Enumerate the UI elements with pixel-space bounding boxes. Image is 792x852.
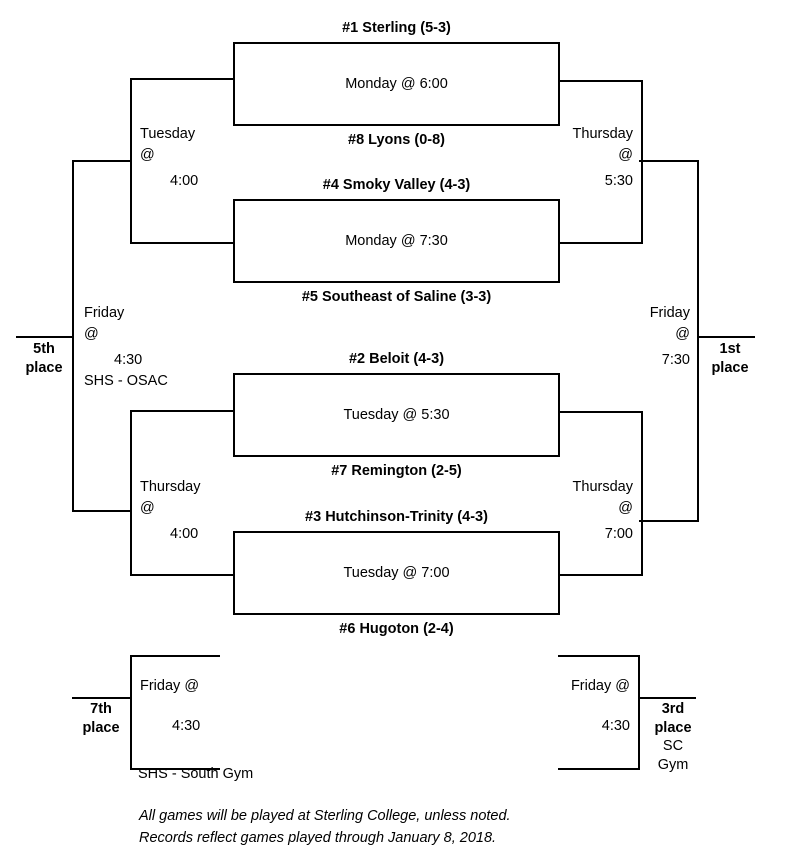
third-place-venue-line2: Gym bbox=[657, 756, 689, 773]
seventh-place-day: Friday @ bbox=[140, 678, 200, 694]
third-place-label: 3rd place SC Gym bbox=[644, 700, 702, 774]
game-1-bottom-team: #8 Lyons (0-8) bbox=[348, 132, 445, 148]
first-place-line2: place bbox=[711, 359, 749, 376]
right-semi-top-time: 5:30 bbox=[604, 173, 633, 190]
game-3-time: Tuesday @ 5:30 bbox=[343, 407, 450, 423]
right-semi-top-day: Thursday bbox=[572, 126, 633, 142]
game-box-3[interactable]: #2 Beloit (4-3) Tuesday @ 5:30 #7 Reming… bbox=[233, 351, 560, 479]
right-semi-bottom-day: Thursday bbox=[572, 479, 633, 495]
game-4-top-team: #3 Hutchinson-Trinity (4-3) bbox=[305, 509, 488, 525]
right-semi-bottom-rightline bbox=[641, 411, 643, 574]
championship-at: @ bbox=[675, 325, 690, 342]
fifth-final-time: 4:30 bbox=[114, 352, 143, 369]
third-place-line2: place bbox=[654, 719, 692, 736]
left-semi-top-at: @ bbox=[140, 146, 155, 163]
right-semi-bottom-bottomline bbox=[558, 574, 643, 576]
championship-label: Friday @ 7:30 bbox=[595, 303, 690, 371]
championship-topline bbox=[639, 160, 699, 162]
left-semi-top-time: 4:00 bbox=[170, 173, 199, 190]
championship-day: Friday bbox=[649, 305, 690, 321]
game-4-bottom-team: #6 Hugoton (2-4) bbox=[339, 621, 454, 637]
game-box-2[interactable]: #4 Smoky Valley (4-3) Monday @ 7:30 #5 S… bbox=[233, 177, 560, 305]
left-semi-bottom-day: Thursday bbox=[140, 479, 201, 495]
left-semi-top-label: Tuesday @ 4:00 bbox=[140, 124, 240, 192]
fifth-final-topline bbox=[72, 160, 132, 162]
third-place-day: Friday @ bbox=[570, 678, 630, 694]
right-semi-top-topline bbox=[558, 80, 643, 82]
left-semi-bottom-topline bbox=[130, 410, 234, 412]
left-semi-bottom-label: Thursday @ 4:00 bbox=[140, 477, 245, 545]
left-semi-top-topline bbox=[130, 78, 234, 80]
right-semi-bottom-label: Thursday @ 7:00 bbox=[533, 477, 633, 545]
seventh-place-schedule: Friday @ 4:30 bbox=[140, 676, 230, 738]
right-semi-bottom-topline bbox=[558, 411, 643, 413]
footer-line-2: Records reflect games played through Jan… bbox=[139, 830, 497, 847]
fifth-final-bottomline bbox=[72, 510, 132, 512]
left-semi-bottom-bottomline bbox=[130, 574, 234, 576]
left-semi-top-bottomline bbox=[130, 242, 234, 244]
fifth-place-line2: place bbox=[25, 359, 63, 376]
fifth-final-venue: SHS - OSAC bbox=[84, 372, 168, 389]
first-place-stub bbox=[697, 336, 755, 338]
first-place-line1: 1st bbox=[719, 341, 741, 357]
first-place-label: 1st place bbox=[700, 340, 760, 377]
left-semi-bottom-leftline bbox=[130, 410, 132, 574]
game-2-bottom-team: #5 Southeast of Saline (3-3) bbox=[301, 289, 492, 305]
right-semi-top-at: @ bbox=[618, 146, 633, 163]
fifth-final-day: Friday bbox=[84, 305, 125, 321]
third-place-time: 4:30 bbox=[601, 717, 630, 734]
fifth-place-line1: 5th bbox=[33, 341, 55, 357]
right-semi-top-bottomline bbox=[558, 242, 643, 244]
third-place-venue-line1: SC bbox=[662, 738, 684, 755]
game-3-top-team: #2 Beloit (4-3) bbox=[348, 351, 445, 367]
game-2-time: Monday @ 7:30 bbox=[345, 233, 448, 249]
championship-time: 7:30 bbox=[661, 352, 690, 369]
left-semi-bottom-at: @ bbox=[140, 499, 155, 516]
game-1-time: Monday @ 6:00 bbox=[345, 76, 448, 92]
championship-spine bbox=[697, 160, 699, 520]
third-place-line1: 3rd bbox=[661, 701, 685, 717]
footer-note: All games will be played at Sterling Col… bbox=[139, 805, 511, 850]
fifth-final-at: @ bbox=[84, 325, 99, 342]
third-place-schedule: Friday @ 4:30 bbox=[545, 676, 630, 738]
game-1-top-team: #1 Sterling (5-3) bbox=[342, 20, 451, 36]
right-semi-bottom-at: @ bbox=[618, 499, 633, 516]
seventh-place-time: 4:30 bbox=[172, 717, 201, 734]
left-semi-bottom-time: 4:00 bbox=[170, 526, 199, 543]
third-place-stub bbox=[638, 697, 696, 699]
seventh-place-venue: SHS - South Gym bbox=[138, 766, 254, 782]
seventh-place-box[interactable] bbox=[130, 655, 220, 770]
game-box-4[interactable]: #3 Hutchinson-Trinity (4-3) Tuesday @ 7:… bbox=[233, 509, 560, 637]
seventh-place-line2: place bbox=[82, 719, 120, 736]
fifth-final-spine bbox=[72, 160, 74, 510]
game-2-top-team: #4 Smoky Valley (4-3) bbox=[322, 177, 471, 193]
fifth-place-stub bbox=[16, 336, 74, 338]
left-semi-top-day: Tuesday bbox=[140, 126, 196, 142]
right-semi-top-label: Thursday @ 5:30 bbox=[533, 124, 633, 192]
footer-line-1: All games will be played at Sterling Col… bbox=[139, 808, 511, 824]
seventh-place-label: 7th place bbox=[72, 700, 130, 737]
championship-bottomline bbox=[639, 520, 699, 522]
fifth-place-label: 5th place bbox=[16, 340, 72, 377]
game-box-1[interactable]: #1 Sterling (5-3) Monday @ 6:00 #8 Lyons… bbox=[233, 20, 560, 148]
game-4-time: Tuesday @ 7:00 bbox=[343, 565, 450, 581]
right-semi-bottom-time: 7:00 bbox=[604, 526, 633, 543]
seventh-place-stub bbox=[72, 697, 132, 699]
game-3-bottom-team: #7 Remington (2-5) bbox=[331, 463, 462, 479]
fifth-final-label: Friday @ 4:30 SHS - OSAC bbox=[84, 303, 204, 391]
seventh-place-line1: 7th bbox=[90, 701, 112, 717]
third-place-box[interactable] bbox=[558, 655, 640, 770]
